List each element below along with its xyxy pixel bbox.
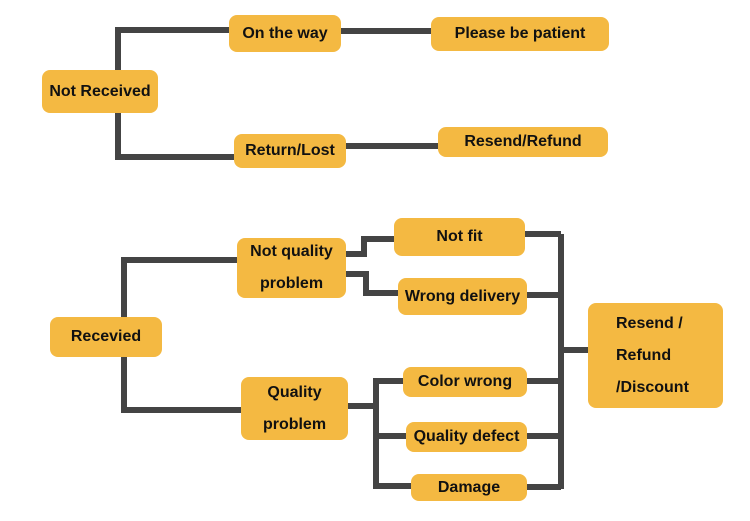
connector-not-quality-not-fit — [346, 236, 394, 257]
node-quality-defect: Quality defect — [406, 422, 527, 452]
node-resend-refund-discount-label-2: Refund — [616, 346, 672, 364]
node-return-lost: Return/Lost — [234, 134, 346, 168]
node-color-wrong: Color wrong — [403, 367, 527, 397]
node-quality-problem-label-1: Quality — [267, 383, 322, 401]
node-damage-label: Damage — [437, 478, 501, 496]
connector-not-received-on-the-way — [115, 27, 230, 70]
node-quality-problem: Quality problem — [241, 377, 348, 440]
node-not-quality-problem: Not quality problem — [237, 238, 346, 298]
connector-recevied-not-quality — [121, 257, 238, 318]
connector-recevied-quality — [121, 356, 242, 413]
node-recevied-label: Recevied — [70, 328, 142, 345]
node-not-received: Not Received — [42, 70, 158, 113]
node-return-lost-label: Return/Lost — [245, 142, 335, 159]
node-quality-problem-label-2: problem — [262, 415, 327, 433]
node-wrong-delivery-label: Wrong delivery — [404, 287, 521, 305]
node-resend-refund-discount-label-3: /Discount — [616, 378, 689, 396]
connector-not-quality-wrong-delivery — [346, 271, 398, 296]
node-not-quality-problem-label-1: Not quality — [250, 243, 333, 260]
node-resend-refund: Resend/Refund — [438, 127, 608, 157]
connector-not-received-return-lost — [115, 112, 236, 160]
node-please-be-patient: Please be patient — [431, 17, 609, 51]
node-quality-defect-label: Quality defect — [413, 428, 520, 445]
node-on-the-way: On the way — [229, 15, 341, 52]
node-not-received-label: Not Received — [49, 82, 151, 100]
node-recevied: Recevied — [50, 317, 162, 357]
node-resend-refund-discount: Resend / Refund /Discount — [588, 303, 723, 408]
node-not-fit-label: Not fit — [436, 228, 483, 245]
node-resend-refund-label: Resend/Refund — [464, 133, 582, 150]
node-not-quality-problem-label-2: problem — [259, 275, 324, 292]
node-damage: Damage — [411, 474, 527, 501]
node-please-be-patient-label: Please be patient — [454, 25, 586, 42]
node-color-wrong-label: Color wrong — [417, 373, 513, 390]
node-wrong-delivery: Wrong delivery — [398, 278, 527, 315]
node-not-fit: Not fit — [394, 218, 525, 256]
node-on-the-way-label: On the way — [242, 24, 328, 42]
node-resend-refund-discount-label-1: Resend / — [616, 314, 683, 332]
